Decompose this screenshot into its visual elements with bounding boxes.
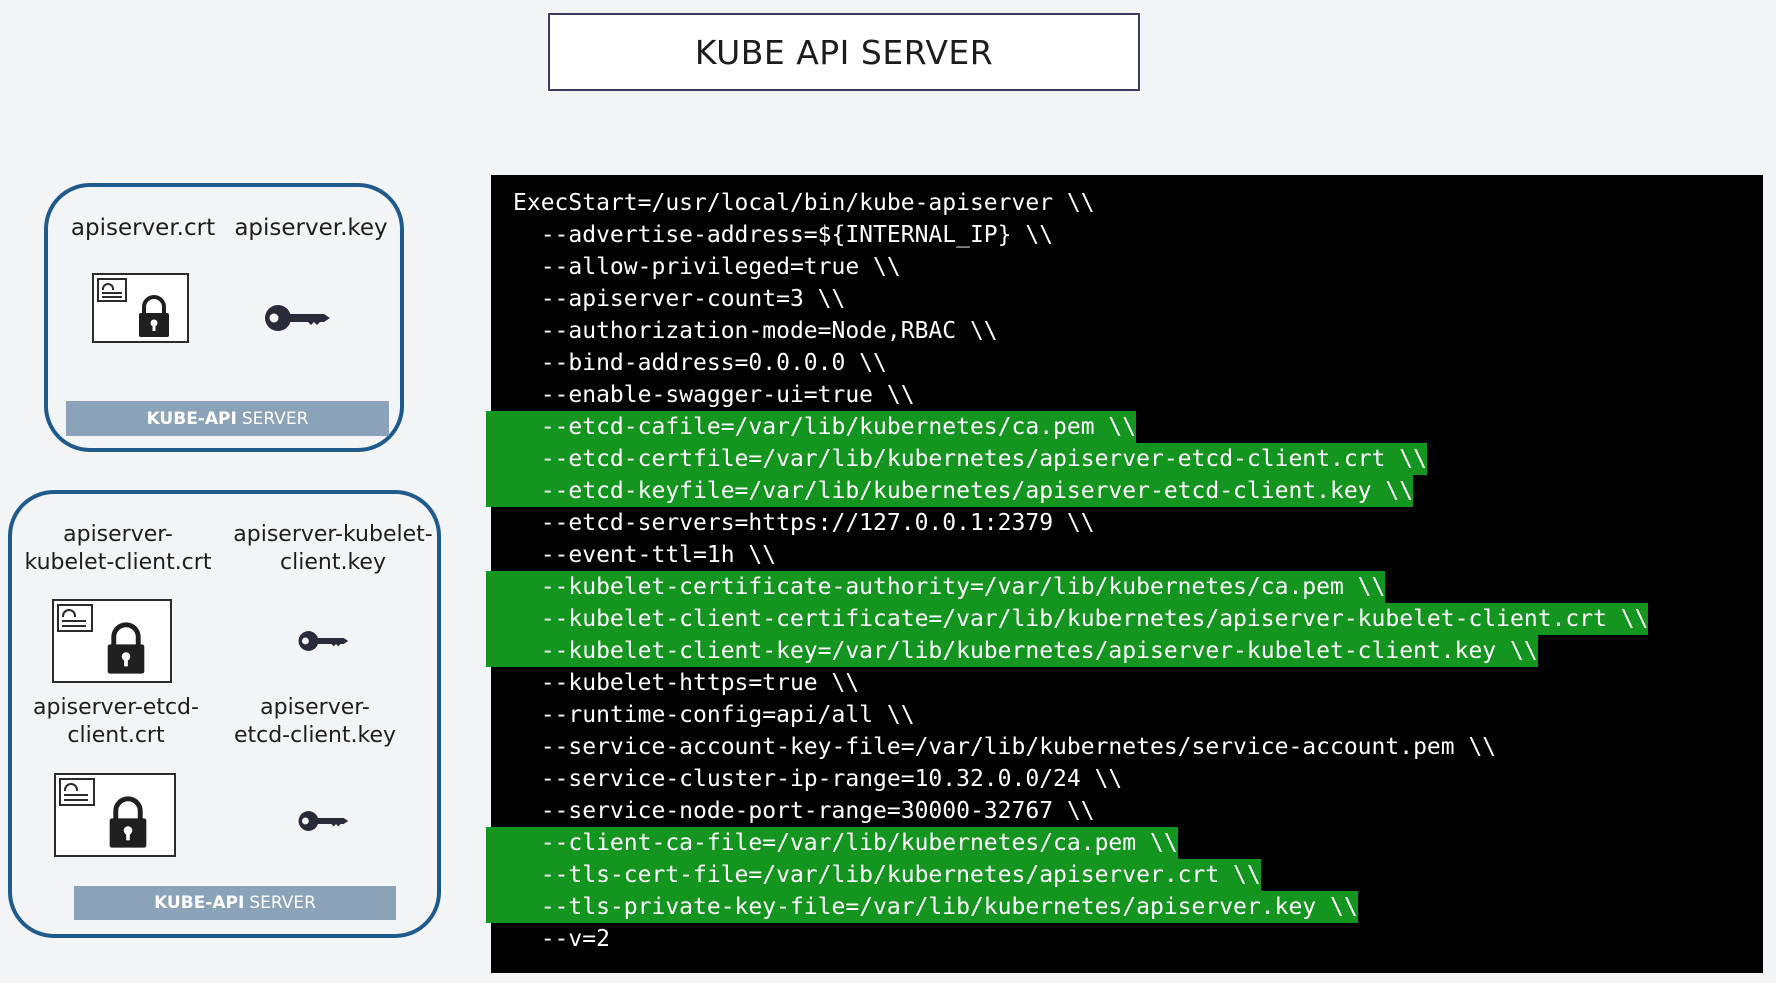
code-line: --v=2 bbox=[513, 923, 1648, 955]
etcd-client-certificate-icon bbox=[54, 773, 176, 857]
code-text: --tls-private-key-file=/var/lib/kubernet… bbox=[486, 891, 1358, 923]
code-text: --event-ttl=1h \\ bbox=[513, 542, 777, 568]
code-text: --etcd-keyfile=/var/lib/kubernetes/apise… bbox=[486, 475, 1414, 507]
code-text: --enable-swagger-ui=true \\ bbox=[513, 382, 915, 408]
code-line-highlighted: --kubelet-certificate-authority=/var/lib… bbox=[486, 571, 1648, 603]
code-line: --service-account-key-file=/var/lib/kube… bbox=[513, 731, 1648, 763]
code-text: ExecStart=/usr/local/bin/kube-apiserver … bbox=[513, 190, 1095, 216]
code-line-highlighted: --etcd-keyfile=/var/lib/kubernetes/apise… bbox=[486, 475, 1648, 507]
code-line-highlighted: --client-ca-file=/var/lib/kubernetes/ca.… bbox=[486, 827, 1648, 859]
code-line: --kubelet-https=true \\ bbox=[513, 667, 1648, 699]
code-text: --advertise-address=${INTERNAL_IP} \\ bbox=[513, 222, 1054, 248]
code-text: --etcd-servers=https://127.0.0.1:2379 \\ bbox=[513, 510, 1095, 536]
code-line-highlighted: --kubelet-client-certificate=/var/lib/ku… bbox=[486, 603, 1649, 635]
code-line: --advertise-address=${INTERNAL_IP} \\ bbox=[513, 219, 1648, 251]
code-line: --service-cluster-ip-range=10.32.0.0/24 … bbox=[513, 763, 1648, 795]
code-line: --etcd-servers=https://127.0.0.1:2379 \\ bbox=[513, 507, 1648, 539]
kube-api-client-panel bbox=[8, 490, 441, 938]
code-text: --allow-privileged=true \\ bbox=[513, 254, 901, 280]
code-text: --kubelet-https=true \\ bbox=[513, 670, 860, 696]
code-line: --apiserver-count=3 \\ bbox=[513, 283, 1648, 315]
code-text: --service-account-key-file=/var/lib/kube… bbox=[513, 734, 1497, 760]
slide-title: KUBE API SERVER bbox=[548, 13, 1140, 91]
key-icon bbox=[265, 305, 330, 331]
code-line: --authorization-mode=Node,RBAC \\ bbox=[513, 315, 1648, 347]
code-line: --runtime-config=api/all \\ bbox=[513, 699, 1648, 731]
etcd-client-crt-label: apiserver-etcd- client.crt bbox=[33, 695, 199, 748]
code-line-highlighted: --tls-cert-file=/var/lib/kubernetes/apis… bbox=[486, 859, 1648, 891]
code-line-highlighted: --kubelet-client-key=/var/lib/kubernetes… bbox=[486, 635, 1648, 667]
etcd-client-key-label: apiserver- etcd-client.key bbox=[233, 695, 397, 748]
code-line: ExecStart=/usr/local/bin/kube-apiserver … bbox=[513, 187, 1648, 219]
bar-bold-text: KUBE-API bbox=[146, 408, 237, 429]
code-line: --service-node-port-range=30000-32767 \\ bbox=[513, 795, 1648, 827]
code-text: --runtime-config=api/all \\ bbox=[513, 702, 915, 728]
code-text: --etcd-cafile=/var/lib/kubernetes/ca.pem… bbox=[486, 411, 1137, 443]
code-text: --kubelet-client-certificate=/var/lib/ku… bbox=[486, 603, 1649, 635]
code-text: --etcd-certfile=/var/lib/kubernetes/apis… bbox=[486, 443, 1427, 475]
code-text: --apiserver-count=3 \\ bbox=[513, 286, 846, 312]
code-line: --allow-privileged=true \\ bbox=[513, 251, 1648, 283]
apiserver-key-label: apiserver.key bbox=[234, 215, 388, 241]
bar-bold-text: KUBE-API bbox=[154, 893, 245, 913]
code-block: ExecStart=/usr/local/bin/kube-apiserver … bbox=[486, 187, 1649, 955]
code-line-highlighted: --etcd-certfile=/var/lib/kubernetes/apis… bbox=[486, 443, 1648, 475]
code-text: --service-cluster-ip-range=10.32.0.0/24 … bbox=[513, 766, 1123, 792]
etcd-client-key-icon bbox=[298, 811, 349, 831]
code-line-highlighted: --etcd-cafile=/var/lib/kubernetes/ca.pem… bbox=[486, 411, 1648, 443]
code-line: --bind-address=0.0.0.0 \\ bbox=[513, 347, 1648, 379]
code-text: --authorization-mode=Node,RBAC \\ bbox=[513, 318, 998, 344]
kubelet-client-certificate-icon bbox=[52, 599, 172, 683]
certificate-icon bbox=[92, 273, 189, 343]
kubelet-client-crt-label: apiserver- kubelet-client.crt bbox=[24, 522, 212, 575]
kubelet-client-key-icon bbox=[298, 631, 349, 651]
code-text: --v=2 bbox=[513, 926, 610, 952]
code-line: --enable-swagger-ui=true \\ bbox=[513, 379, 1648, 411]
code-text: --kubelet-client-key=/var/lib/kubernetes… bbox=[486, 635, 1538, 667]
code-text: --bind-address=0.0.0.0 \\ bbox=[513, 350, 887, 376]
code-text: --service-node-port-range=30000-32767 \\ bbox=[513, 798, 1095, 824]
code-text: --kubelet-certificate-authority=/var/lib… bbox=[486, 571, 1386, 603]
code-line: --event-ttl=1h \\ bbox=[513, 539, 1648, 571]
bar-text: SERVER bbox=[249, 893, 316, 913]
apiserver-crt-label: apiserver.crt bbox=[70, 215, 216, 241]
kubelet-client-key-label: apiserver-kubelet- client.key bbox=[233, 522, 433, 575]
code-text: --tls-cert-file=/var/lib/kubernetes/apis… bbox=[486, 859, 1261, 891]
code-text: --client-ca-file=/var/lib/kubernetes/ca.… bbox=[486, 827, 1178, 859]
bar-text: SERVER bbox=[241, 408, 309, 429]
code-line-highlighted: --tls-private-key-file=/var/lib/kubernet… bbox=[486, 891, 1648, 923]
